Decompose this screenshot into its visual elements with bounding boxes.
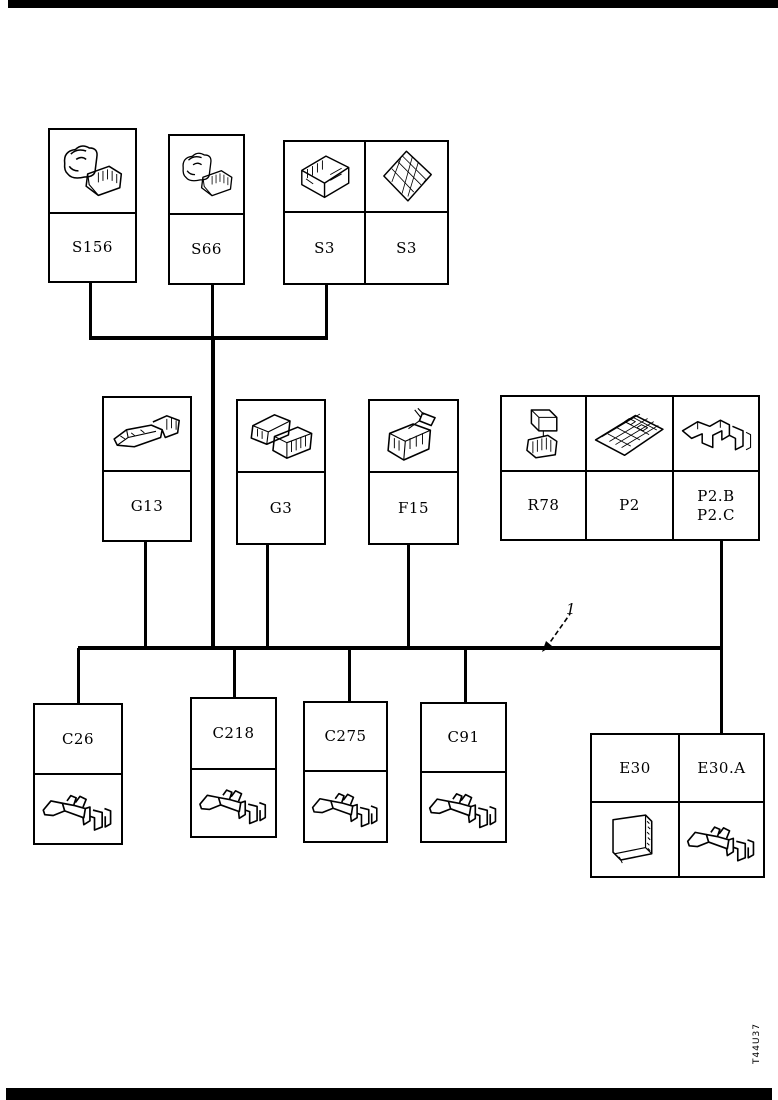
connector-box-r78-p2-group: R78 P2 P2.B P2.C [500,395,760,541]
image-cell [50,130,135,214]
document-code: T44U37 [752,1023,762,1064]
connector-label: F15 [398,498,429,517]
connector-label: S156 [72,238,113,256]
s156-connector-icon [54,134,131,208]
wire-drop-g3 [266,544,269,649]
image-cell [104,398,190,472]
label-cell: E30.A [680,735,763,803]
connector-box-c218: C218 [190,697,277,838]
e30a-terminal-icon [684,807,759,873]
image-cell [238,401,324,473]
p2b-bracket-icon [678,401,754,467]
connector-box-c275: C275 [303,701,388,843]
connector-box-g13: G13 [102,396,192,542]
label-cell: G3 [238,473,324,543]
label-cell: C218 [192,699,275,770]
f15-connector-icon [374,405,452,468]
wire-riser-c218 [233,648,236,698]
connector-label: P2.C [697,505,735,524]
connector-label: S3 [314,238,335,257]
label-cell: S156 [50,214,135,281]
image-cell [502,397,587,472]
label-cell: E30 [592,735,680,803]
wire-drop-s66 [211,284,214,340]
c91-terminal-icon [426,776,501,837]
label-cell: P2.B P2.C [674,472,758,539]
wire-riser-c275 [348,648,351,702]
wire-top-junction [89,336,328,340]
connector-box-e30-pair: E30 E30.A [590,733,765,878]
connector-label: P2.B [697,486,735,505]
image-cell [192,770,275,836]
wire-main-trunk [211,336,215,649]
label-cell: S66 [170,215,243,283]
wire-drop-f15 [407,544,410,649]
image-cell [305,772,386,841]
connector-label: C26 [61,729,95,748]
label-cell: C91 [422,704,505,773]
r78-relay-icon [506,401,581,467]
label-cell: S3 [285,213,366,283]
image-cell [592,803,680,876]
p2-fuse-panel-icon [591,401,668,467]
label-cell: C26 [35,705,121,775]
image-cell [366,142,447,213]
image-cell [285,142,366,213]
label-cell: R78 [502,472,587,539]
s3-left-connector-icon [289,145,360,207]
image-cell [35,775,121,843]
wire-bus-line [78,646,723,650]
scan-artifact-bottom-bar [6,1088,772,1100]
connector-label: C275 [324,727,367,745]
connector-label: P2 [619,496,640,514]
connector-label: C91 [447,728,480,746]
g13-connector-icon [108,402,185,467]
connector-box-c26: C26 [33,703,123,845]
wire-drop-g13 [144,541,147,649]
c275-terminal-icon [309,775,382,837]
connector-label: E30.A [697,758,746,777]
image-cell [370,401,457,473]
connector-label: G3 [269,498,293,517]
connector-label: S3 [396,238,417,257]
image-cell [422,773,505,841]
callout-leader-line [542,613,571,652]
connector-box-s66: S66 [168,134,245,285]
scan-artifact-top-bar [8,0,778,8]
wire-riser-c26 [77,648,80,704]
c218-terminal-icon [196,773,271,832]
image-cell [674,397,758,472]
connector-label: R78 [527,496,560,514]
label-cell: G13 [104,472,190,540]
wire-drop-s3 [325,285,328,339]
e30-module-icon [596,807,673,873]
connector-box-s156: S156 [48,128,137,283]
s3-right-connector-icon [370,145,443,207]
connector-box-s3-pair: S3 S3 [283,140,449,285]
image-cell [587,397,674,472]
g3-connector-icon [242,405,319,468]
connector-label: S66 [191,239,222,258]
image-cell [170,136,243,215]
connector-box-c91: C91 [420,702,507,843]
s66-connector-icon [174,140,240,209]
connector-label: E30 [619,758,651,777]
label-cell: S3 [366,213,447,283]
wire-drop-p2c-to-e30 [720,540,723,733]
c26-terminal-icon [39,778,116,839]
connector-label: G13 [130,496,164,515]
wire-riser-c91 [464,648,467,703]
connector-box-g3: G3 [236,399,326,545]
callout-number: 1 [566,600,576,618]
wire-drop-s156 [89,283,92,339]
image-cell [680,803,763,876]
connector-label: C218 [212,724,255,742]
connector-box-f15: F15 [368,399,459,545]
label-cell: C275 [305,703,386,772]
label-cell: P2 [587,472,674,539]
label-cell: F15 [370,473,457,543]
